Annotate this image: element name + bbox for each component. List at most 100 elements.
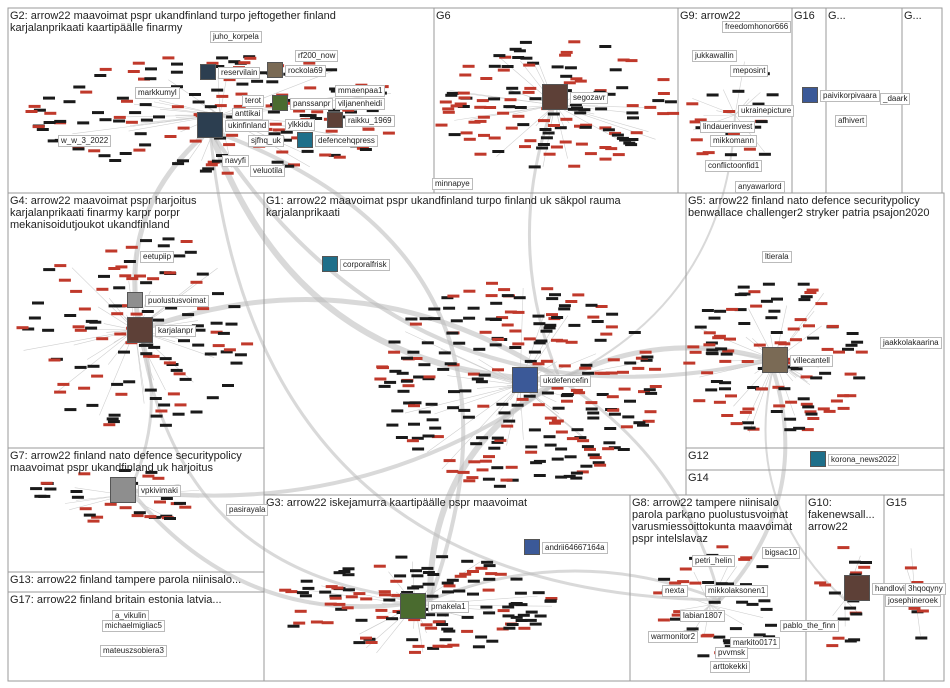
node-label-anttikai[interactable]: anttikai bbox=[232, 108, 264, 120]
node-dot bbox=[605, 371, 618, 375]
node-label-nexta[interactable]: nexta bbox=[662, 585, 688, 597]
node-dot bbox=[492, 368, 504, 372]
node-dot bbox=[844, 394, 857, 398]
node-label-corporalfrisk[interactable]: corporalfrisk bbox=[340, 259, 390, 271]
avatar-paivikorpivaara[interactable] bbox=[802, 87, 818, 103]
node-label-korona-news2022[interactable]: korona_news2022 bbox=[828, 454, 900, 466]
avatar-ukdefencefin[interactable] bbox=[512, 367, 538, 393]
node-dot bbox=[365, 641, 378, 644]
avatar-puolustusvoimat[interactable] bbox=[127, 292, 143, 308]
node-label-puolustusvoimat[interactable]: puolustusvoimat bbox=[145, 295, 209, 307]
avatar-corporalfrisk[interactable] bbox=[322, 256, 338, 272]
node-label-lindauerinvest[interactable]: lindauerinvest bbox=[700, 121, 756, 133]
node-dot bbox=[542, 131, 555, 135]
node-label-ylkkidu[interactable]: ylkkidu bbox=[285, 119, 316, 131]
avatar-segozavr[interactable] bbox=[542, 84, 568, 110]
node-dot bbox=[174, 501, 186, 505]
node-label-mmaenpaa1[interactable]: mmaenpaa1 bbox=[335, 85, 386, 97]
node-label-karjalanpr[interactable]: karjalanpr bbox=[155, 325, 197, 337]
avatar-pmakela1[interactable] bbox=[400, 593, 426, 619]
node-label-segozavr[interactable]: segozavr bbox=[570, 92, 609, 104]
node-label-ukinfinland[interactable]: ukinfinland bbox=[225, 120, 270, 132]
node-label-vpkivimaki[interactable]: vpkivimaki bbox=[138, 485, 181, 497]
node-label-villecantell[interactable]: villecantell bbox=[790, 355, 833, 367]
node-dot bbox=[512, 114, 525, 118]
node-label-panssanpr[interactable]: panssanpr bbox=[290, 98, 334, 110]
node-label-ltierala[interactable]: ltierala bbox=[762, 251, 792, 263]
avatar-ukinfinland[interactable] bbox=[197, 112, 223, 138]
node-label-viljanenheidi[interactable]: viljanenheidi bbox=[335, 98, 386, 110]
node-label-pvvmsk[interactable]: pvvmsk bbox=[715, 647, 749, 659]
node-label-markito0171[interactable]: markito0171 bbox=[730, 637, 781, 649]
node-label-freedomhonor666[interactable]: freedomhonor666 bbox=[722, 21, 792, 33]
node-label-josephineroek[interactable]: josephineroek bbox=[885, 595, 941, 607]
node-label-michaelmigliac5[interactable]: michaelmigliac5 bbox=[102, 620, 165, 632]
node-dot bbox=[679, 567, 692, 571]
node-label-markkumyl[interactable]: markkumyl bbox=[135, 87, 180, 99]
node-label-rf200-now[interactable]: rf200_now bbox=[295, 50, 339, 62]
node-dot bbox=[33, 108, 46, 112]
node-label-afhivert[interactable]: afhivert bbox=[835, 115, 868, 127]
node-dot bbox=[54, 390, 67, 394]
node-dot bbox=[159, 357, 172, 361]
node-label-3hqoqyny[interactable]: 3hqoqyny bbox=[905, 583, 946, 595]
node-label-anyawarlord[interactable]: anyawarlord bbox=[735, 181, 785, 193]
node-label-pmakela1[interactable]: pmakela1 bbox=[428, 601, 469, 613]
node-label-paivikorpivaara[interactable]: paivikorpivaara bbox=[820, 90, 880, 102]
node-label-petri-helin[interactable]: petri_helin bbox=[692, 555, 735, 567]
node-dot bbox=[325, 68, 338, 72]
node-label-pasirayala[interactable]: pasirayala bbox=[226, 504, 269, 516]
avatar-defencehqpress[interactable] bbox=[297, 132, 313, 148]
avatar-rockola69[interactable] bbox=[267, 62, 283, 78]
node-dot bbox=[432, 644, 445, 648]
node-label-bigsac10[interactable]: bigsac10 bbox=[762, 547, 801, 559]
node-label-w-w-3-2022[interactable]: w_w_3_2022 bbox=[58, 135, 112, 147]
avatar-panssanpr[interactable] bbox=[272, 95, 288, 111]
node-dot bbox=[544, 443, 557, 447]
node-label-mateuszsobiera3[interactable]: mateuszsobiera3 bbox=[100, 645, 167, 657]
node-label-veluotila[interactable]: veluotila bbox=[250, 165, 286, 177]
avatar-vpkivimaki[interactable] bbox=[110, 477, 136, 503]
node-label-rockola69[interactable]: rockola69 bbox=[285, 65, 326, 77]
avatar-korona-news2022[interactable] bbox=[810, 451, 826, 467]
node-dot bbox=[133, 148, 146, 152]
node-label-mikkomann[interactable]: mikkomann bbox=[710, 135, 757, 147]
node-dot bbox=[412, 447, 425, 451]
node-dot bbox=[30, 487, 43, 491]
node-label-mikkolaksonen1[interactable]: mikkolaksonen1 bbox=[705, 585, 769, 597]
avatar-reservilain[interactable] bbox=[200, 64, 216, 80]
node-label-ukdefencefin[interactable]: ukdefencefin bbox=[540, 375, 592, 387]
node-label-labian1807[interactable]: labian1807 bbox=[680, 610, 726, 622]
node-label-juho-korpela[interactable]: juho_korpela bbox=[210, 31, 262, 43]
node-label-andrii64667164a[interactable]: andrii64667164a bbox=[542, 542, 608, 554]
node-dot bbox=[790, 338, 802, 342]
node-label-defencehqpress[interactable]: defencehqpress bbox=[315, 135, 378, 147]
avatar-handloviec[interactable] bbox=[844, 575, 870, 601]
node-label-jukkawallin[interactable]: jukkawallin bbox=[692, 50, 737, 62]
node-label-ukrainepicture[interactable]: ukrainepicture bbox=[738, 105, 795, 117]
node-label-terot[interactable]: terot bbox=[242, 95, 265, 107]
avatar-raikku-1969[interactable] bbox=[327, 112, 343, 128]
node-label-jaakkolakaarina[interactable]: jaakkolakaarina bbox=[880, 337, 942, 349]
avatar-karjalanpr[interactable] bbox=[127, 317, 153, 343]
node-dot bbox=[810, 376, 823, 380]
node-label-reservilain[interactable]: reservilain bbox=[218, 67, 261, 79]
node-dot bbox=[373, 564, 386, 568]
cluster-edge bbox=[519, 362, 639, 386]
node-label-arttokekki[interactable]: arttokekki bbox=[710, 661, 751, 673]
avatar-villecantell[interactable] bbox=[762, 347, 788, 373]
node-label--daark[interactable]: _daark bbox=[880, 93, 911, 105]
node-dot bbox=[607, 358, 620, 362]
node-label-minnapye[interactable]: minnapye bbox=[432, 178, 473, 190]
node-label-eetupiip[interactable]: eetupiip bbox=[140, 251, 175, 263]
node-label-warmonitor2[interactable]: warmonitor2 bbox=[648, 631, 699, 643]
node-label-sjfhq-uk[interactable]: sjfhq_uk bbox=[248, 135, 284, 147]
avatar-andrii64667164a[interactable] bbox=[524, 539, 540, 555]
node-dot bbox=[418, 410, 431, 414]
node-dot bbox=[144, 515, 157, 519]
node-label-raikku-1969[interactable]: raikku_1969 bbox=[345, 115, 395, 127]
node-label-conflictoonfid1[interactable]: conflictoonfid1 bbox=[705, 160, 763, 172]
node-label-pablo-the-finn[interactable]: pablo_the_finn bbox=[780, 620, 839, 632]
node-label-meposint[interactable]: meposint bbox=[730, 65, 769, 77]
node-label-navyfi[interactable]: navyfi bbox=[222, 155, 249, 167]
